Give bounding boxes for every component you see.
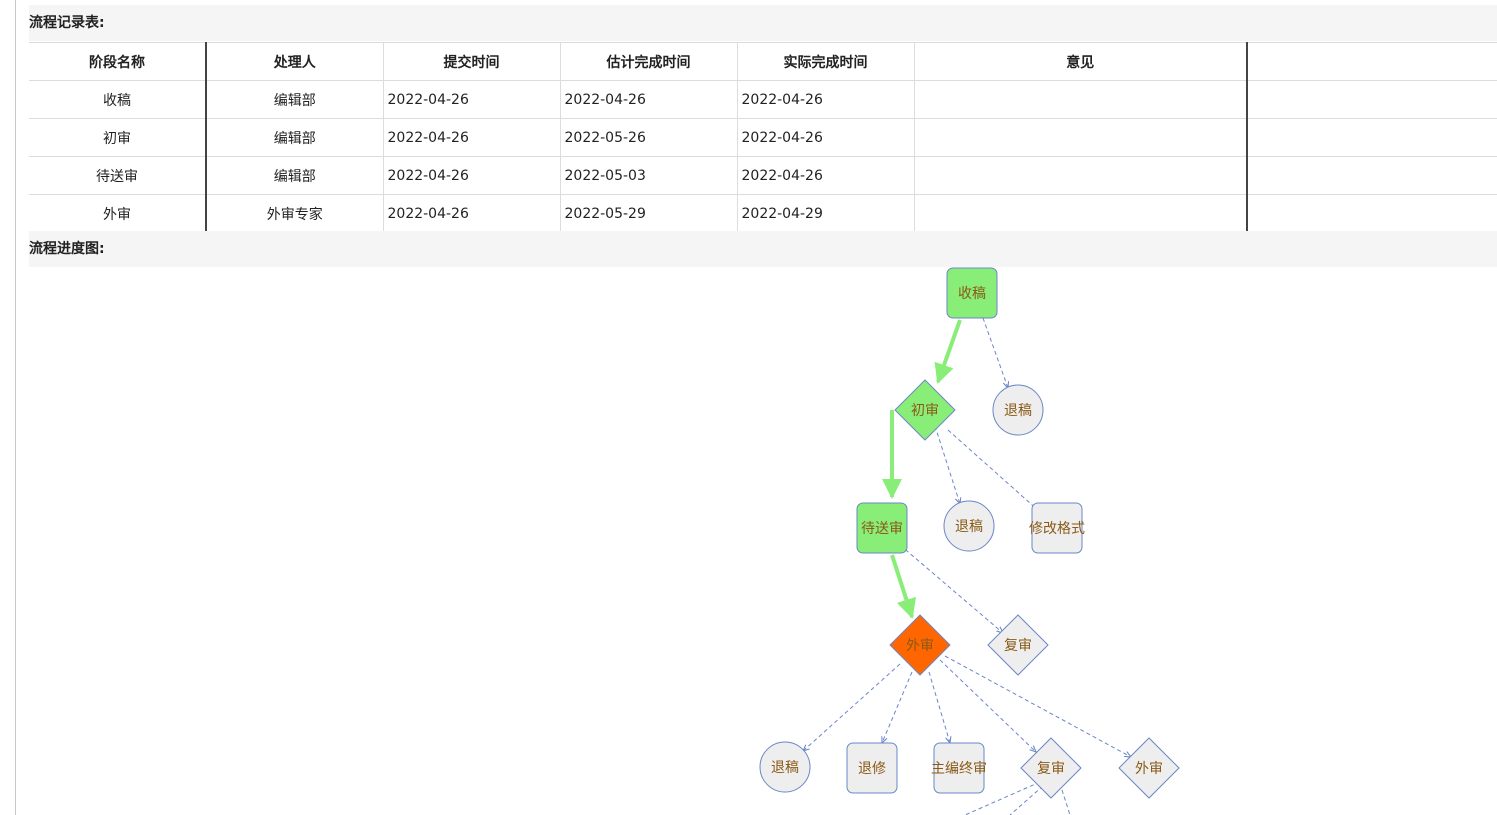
cell-extra: [1246, 118, 1497, 157]
cell-submit-time: 2022-04-26: [382, 118, 560, 157]
header-submit-time: 提交时间: [382, 42, 560, 81]
cell-stage: 初审: [29, 118, 206, 157]
cell-actual-time: 2022-04-29: [736, 194, 914, 233]
flow-node-shape: [946, 267, 998, 319]
flow-edge-n4-n7: [890, 554, 916, 619]
cell-stage: 待送审: [29, 156, 206, 195]
flow-node-shape: [943, 500, 995, 552]
flow-node-shape: [1031, 502, 1083, 554]
flow-node-label: 外审: [906, 638, 934, 654]
cell-stage: 收稿: [29, 80, 206, 119]
flow-node-shape: [889, 614, 951, 676]
flow-edge-n1-n2: [934, 319, 962, 384]
flow-edge-n1-n3: [982, 317, 1008, 388]
flow-node-n12: 复审: [1020, 737, 1082, 799]
flow-edge-n7-n10: [882, 671, 913, 743]
cell-stage: 外审: [29, 194, 206, 233]
flow-edge-n7-n11: [928, 671, 950, 743]
flow-node-label: 修改格式: [1029, 521, 1085, 537]
cell-handler: 编辑部: [205, 156, 383, 195]
flow-node-label: 退稿: [1004, 403, 1032, 419]
flow-node-n3: 退稿: [992, 384, 1044, 436]
table-header-row: 阶段名称 处理人 提交时间 估计完成时间 实际完成时间 意见: [29, 42, 1497, 81]
flow-node-shape: [759, 741, 811, 793]
flow-node-label: 外审: [1135, 761, 1163, 777]
flow-node-shape: [846, 742, 898, 794]
table-row: 收稿 编辑部 2022-04-26 2022-04-26 2022-04-26: [29, 80, 1497, 119]
header-handler: 处理人: [205, 42, 383, 81]
flow-node-n7: 外审: [889, 614, 951, 676]
cell-handler: 外审专家: [205, 194, 383, 233]
flow-edge-n4-n8: [899, 544, 1003, 633]
cell-estimated-time: 2022-05-03: [559, 156, 737, 195]
flow-node-n8: 复审: [987, 614, 1049, 676]
header-actual-time: 实际完成时间: [736, 42, 914, 81]
cell-actual-time: 2022-04-26: [736, 156, 914, 195]
progress-section-title: 流程进度图:: [29, 231, 1497, 267]
flow-node-n5: 退稿: [943, 500, 995, 552]
flow-node-shape: [992, 384, 1044, 436]
flow-node-label: 复审: [1037, 760, 1065, 777]
header-extra: [1246, 42, 1497, 81]
header-opinion: 意见: [913, 42, 1247, 81]
cell-opinion: [913, 118, 1247, 157]
flow-edge-n7-n13: [944, 655, 1131, 757]
cell-opinion: [913, 156, 1247, 195]
flow-node-n2: 初审: [894, 379, 956, 441]
flow-edge-n7-n12: [939, 659, 1036, 752]
cell-estimated-time: 2022-05-26: [559, 118, 737, 157]
record-table: 阶段名称 处理人 提交时间 估计完成时间 实际完成时间 意见 收稿 编辑部 20…: [29, 42, 1497, 233]
flow-node-label: 复审: [1004, 637, 1032, 654]
flow-node-n1: 收稿: [946, 267, 998, 319]
table-row: 待送审 编辑部 2022-04-26 2022-05-03 2022-04-26: [29, 156, 1497, 195]
flow-node-n11: 主编终审: [931, 742, 987, 794]
flow-edge-n2-n6: [947, 429, 1040, 512]
cell-estimated-time: 2022-04-26: [559, 80, 737, 119]
cell-actual-time: 2022-04-26: [736, 118, 914, 157]
flow-node-label: 收稿: [958, 286, 986, 302]
table-row: 外审 外审专家 2022-04-26 2022-05-29 2022-04-29: [29, 194, 1497, 233]
cell-submit-time: 2022-04-26: [382, 156, 560, 195]
cell-handler: 编辑部: [205, 118, 383, 157]
flow-edge-offscreen-2: [1061, 789, 1071, 815]
record-section-title: 流程记录表:: [29, 5, 1497, 41]
flow-edge-n7-n9: [803, 663, 901, 751]
flow-node-label: 退稿: [771, 760, 799, 776]
flow-node-label: 待送审: [861, 521, 903, 537]
flow-node-shape: [1020, 737, 1082, 799]
flow-node-label: 退稿: [955, 519, 983, 535]
flow-node-n10: 退修: [846, 742, 898, 794]
flow-node-label: 主编终审: [931, 761, 987, 777]
header-estimated-time: 估计完成时间: [559, 42, 737, 81]
flow-node-n9: 退稿: [759, 741, 811, 793]
header-stage-name: 阶段名称: [29, 42, 206, 81]
flow-node-label: 退修: [858, 761, 886, 777]
flow-node-shape: [987, 614, 1049, 676]
flow-node-n4: 待送审: [856, 502, 908, 554]
cell-actual-time: 2022-04-26: [736, 80, 914, 119]
flow-node-n13: 外审: [1118, 737, 1180, 799]
flow-node-shape: [933, 742, 985, 794]
flow-node-label: 初审: [911, 402, 939, 419]
cell-extra: [1246, 80, 1497, 119]
cell-submit-time: 2022-04-26: [382, 80, 560, 119]
flow-node-n6: 修改格式: [1029, 502, 1085, 554]
cell-opinion: [913, 80, 1247, 119]
flow-node-shape: [856, 502, 908, 554]
cell-estimated-time: 2022-05-29: [559, 194, 737, 233]
flow-node-shape: [1118, 737, 1180, 799]
table-row: 初审 编辑部 2022-04-26 2022-05-26 2022-04-26: [29, 118, 1497, 157]
flow-edge-n2-n5: [934, 425, 960, 504]
flow-edge-offscreen-1: [1009, 785, 1044, 815]
left-border: [15, 0, 16, 815]
flow-node-shape: [894, 379, 956, 441]
cell-handler: 编辑部: [205, 80, 383, 119]
cell-extra: [1246, 156, 1497, 195]
